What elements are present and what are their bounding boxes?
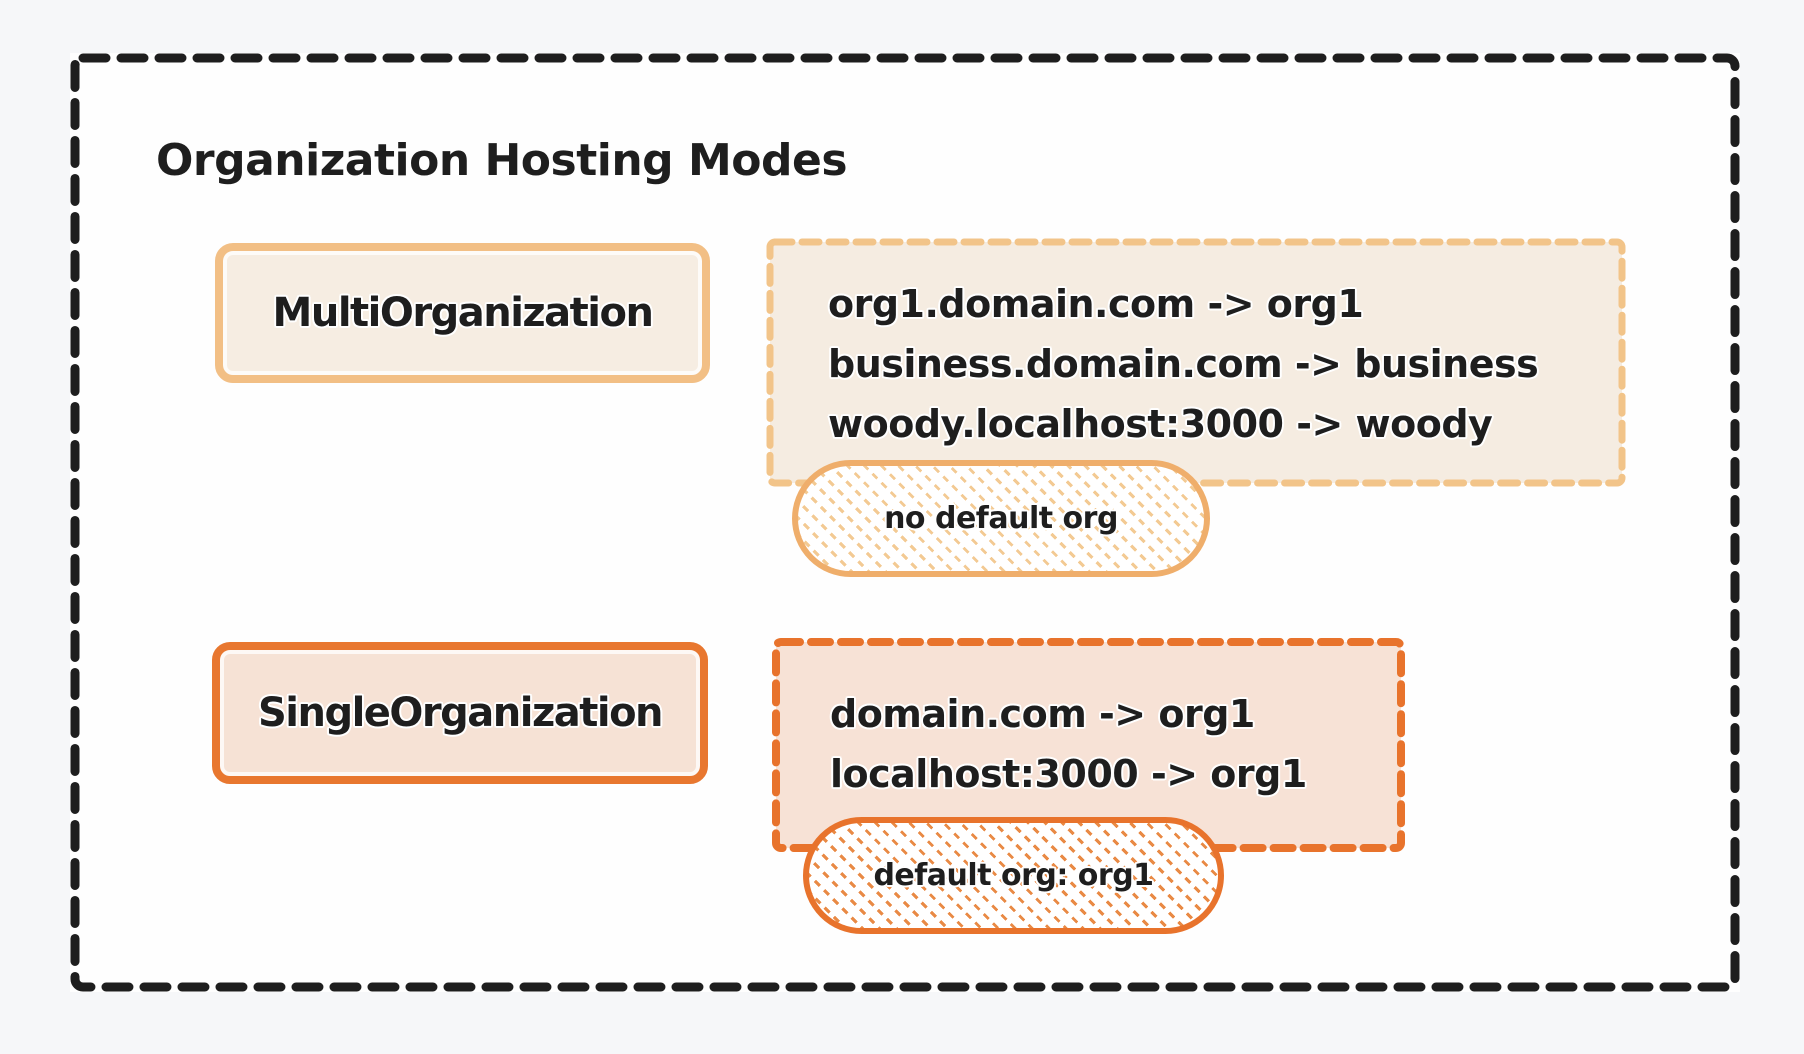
singleorganization-label: SingleOrganization	[257, 690, 664, 736]
multiorganization-box: MultiOrganization	[215, 243, 710, 383]
mapping-line: localhost:3000 -> org1	[830, 752, 1307, 796]
singleorg-default-badge: default org: org1	[803, 817, 1224, 934]
singleorganization-box: SingleOrganization	[212, 642, 708, 784]
multiorg-mapping-box: org1.domain.com -> org1 business.domain.…	[766, 238, 1626, 487]
mapping-line: business.domain.com -> business	[828, 342, 1539, 386]
multiorganization-label: MultiOrganization	[272, 290, 654, 336]
mapping-line: woody.localhost:3000 -> woody	[828, 402, 1493, 446]
singleorg-default-badge-label: default org: org1	[873, 858, 1154, 893]
diagram-frame: Organization Hosting Modes MultiOrganiza…	[70, 53, 1740, 992]
multiorg-default-badge-label: no default org	[884, 501, 1118, 536]
singleorg-mapping-lines: domain.com -> org1 localhost:3000 -> org…	[830, 684, 1307, 804]
multiorg-mapping-lines: org1.domain.com -> org1 business.domain.…	[828, 274, 1539, 454]
mapping-line: domain.com -> org1	[830, 692, 1255, 736]
mapping-line: org1.domain.com -> org1	[828, 282, 1364, 326]
diagram-title: Organization Hosting Modes	[156, 135, 848, 186]
multiorg-default-badge: no default org	[792, 460, 1210, 577]
